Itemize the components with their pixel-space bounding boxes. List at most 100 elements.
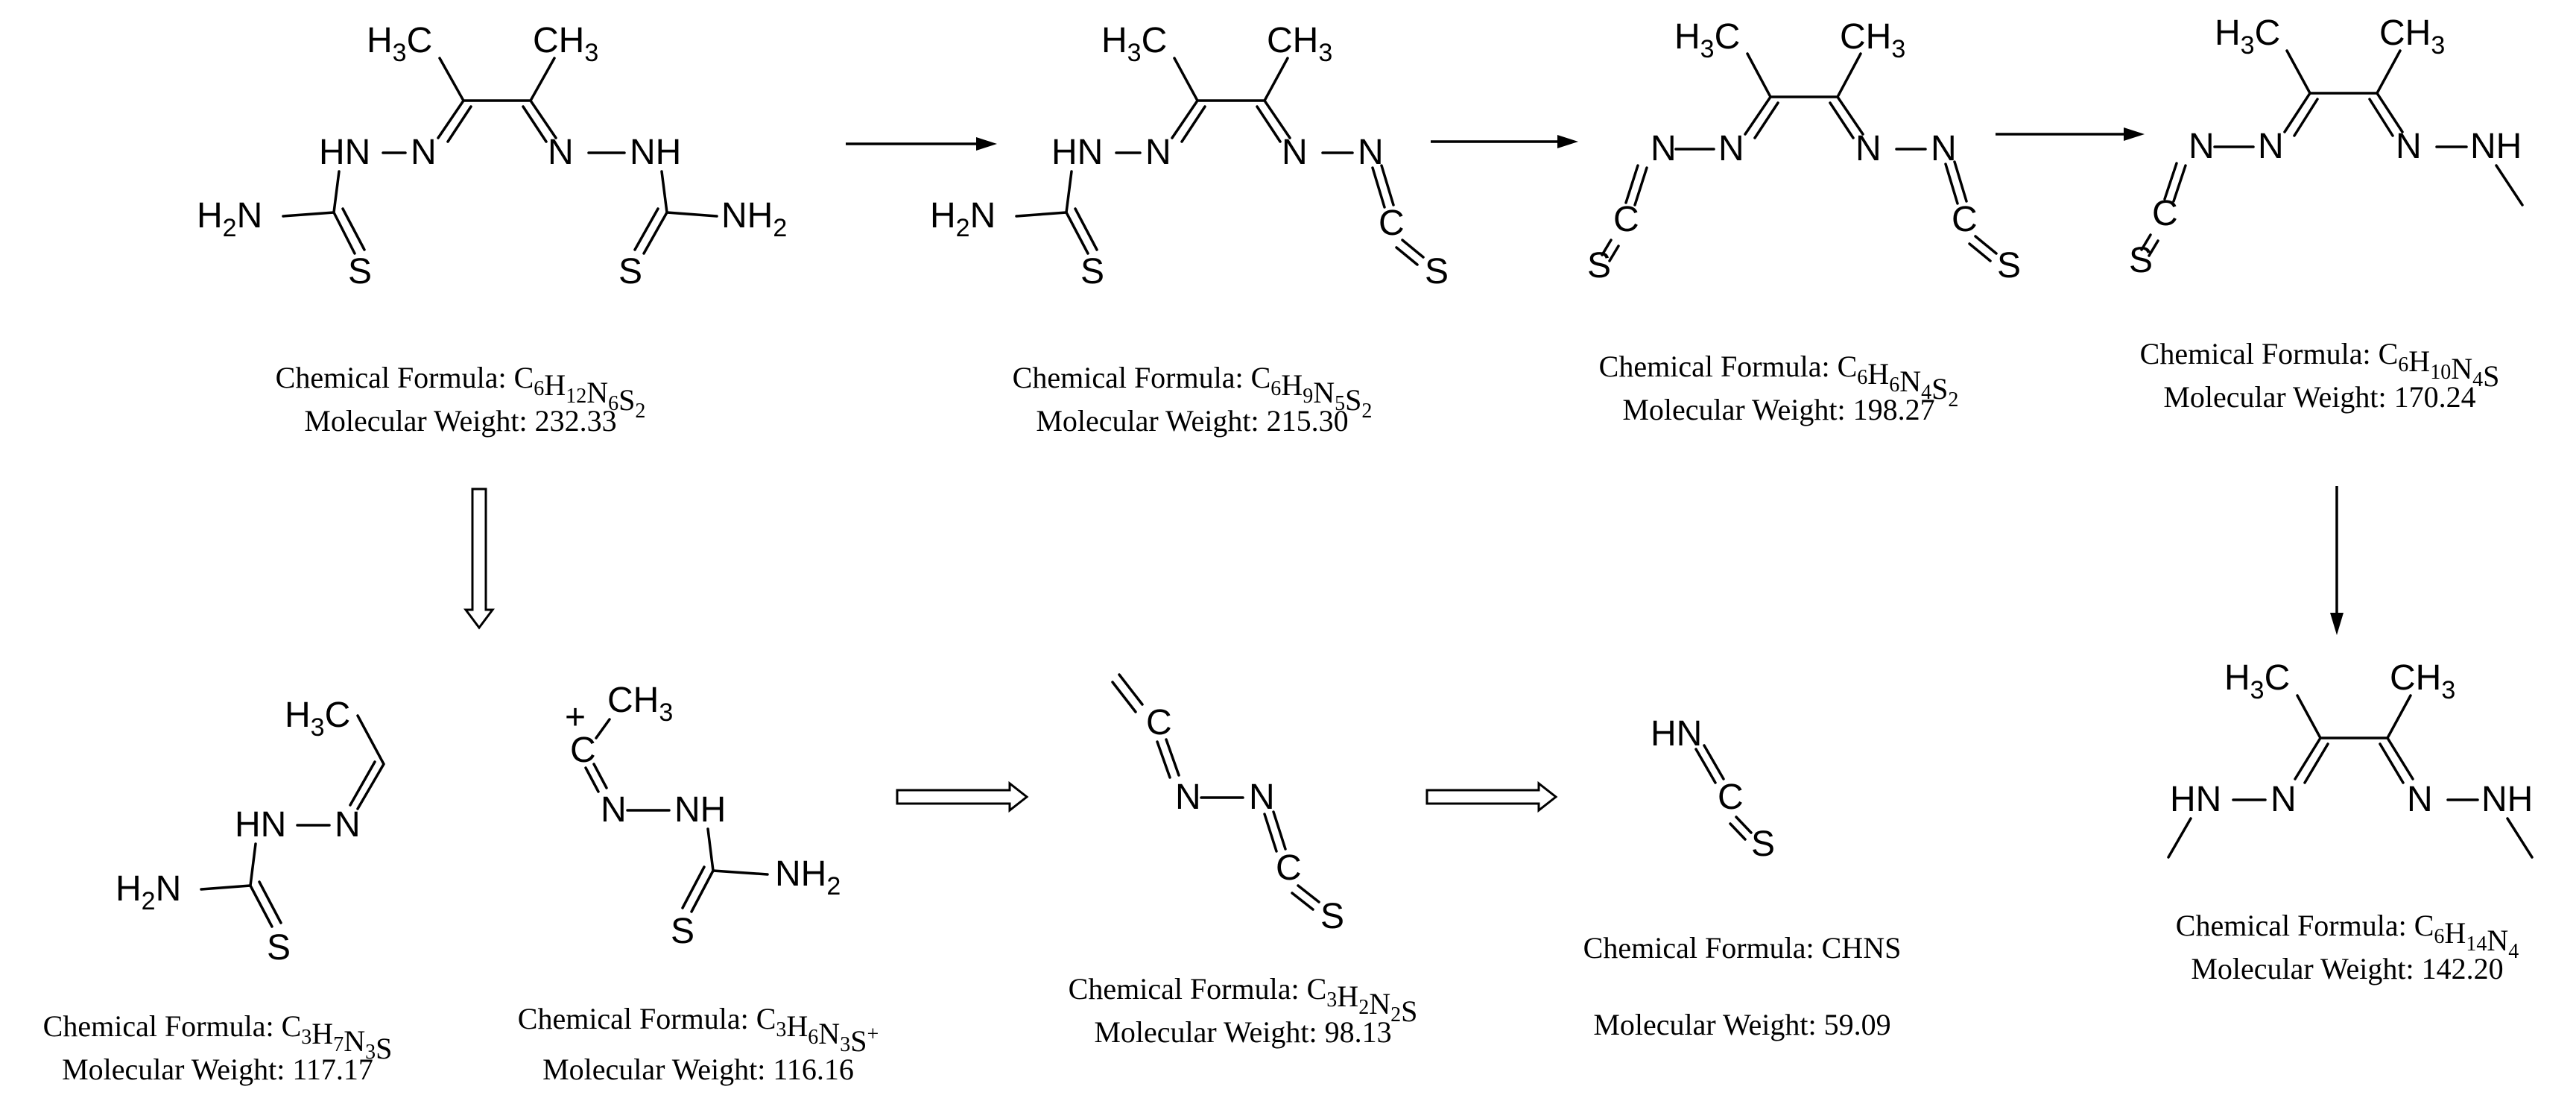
chemical-formula-c8: Chemical Formula: C3H2N2S (1069, 972, 1418, 1028)
atom-label: NH (630, 133, 681, 172)
hollow-arrow-7-to-8 (896, 780, 1029, 813)
atom-label: N (1175, 777, 1201, 817)
molecular-weight-c9: Molecular Weight: 59.09 (1593, 1008, 1890, 1041)
atom-label: S (267, 928, 291, 968)
atom-label: CH3 (1840, 17, 1905, 63)
chemical-formula-c7: Chemical Formula: C3H6N3S+ (518, 1002, 879, 1058)
atom-label: H3C (1101, 21, 1167, 67)
atom-label: H2N (115, 869, 181, 915)
atom-label: N (1145, 133, 1171, 172)
atom-label: S (1997, 246, 2021, 286)
atom-label: HN (2170, 780, 2221, 819)
atom-label: S (348, 252, 372, 291)
atom-label: N (601, 790, 627, 830)
chemical-formula-c6: Chemical Formula: C3H7N3S (43, 1009, 393, 1065)
hollow-arrow-1-down (463, 488, 495, 630)
arrow-2-to-3 (1431, 135, 1578, 148)
chemical-formula-c1: Chemical Formula: C6H12N6S2 (276, 361, 646, 423)
structure-compound-6: H3C HN N H2N S (115, 695, 385, 968)
structure-compound-9: HN C S (1651, 714, 1775, 864)
molecular-weight-c5: Molecular Weight: 142.20 (2191, 952, 2503, 985)
molecular-weight-c3: Molecular Weight: 198.27 (1622, 393, 1934, 426)
atom-label: N (335, 805, 361, 845)
chemical-formula-c2: Chemical Formula: C6H9N5S2 (1013, 361, 1373, 423)
atom-label: HN (1651, 714, 1702, 754)
atom-label: NH2 (721, 196, 787, 242)
atom-label: H2N (930, 196, 996, 242)
atom-label: C (570, 731, 596, 770)
atom-label: NH (674, 790, 726, 830)
atom-label: S (2129, 241, 2153, 280)
atom-label: N (1855, 129, 1882, 168)
atom-label: N (2258, 127, 2284, 166)
atom-label: N (1249, 777, 1275, 817)
molecular-weight-c1: Molecular Weight: 232.33 (304, 404, 616, 438)
atom-label: C (1276, 848, 1302, 888)
atom-label: CH3 (2390, 658, 2455, 704)
arrow-3-to-4 (1996, 127, 2145, 141)
atom-label: NH (2481, 780, 2533, 819)
atom-label: N (1718, 129, 1744, 168)
atom-label: N (548, 133, 574, 172)
atom-label: S (618, 252, 642, 291)
atom-label: H3C (2215, 13, 2280, 60)
structure-compound-1: H3C CH3 HN N N NH H2N NH2 S S (197, 21, 787, 291)
atom-label: N (2396, 127, 2422, 166)
chemical-formula-c5: Chemical Formula: C6H14N4 (2176, 909, 2519, 963)
charge-label: + (565, 698, 586, 737)
atom-label: NH2 (775, 854, 841, 900)
atom-label: H3C (367, 21, 432, 67)
atom-label: N (1931, 129, 1957, 168)
atom-label: N (411, 133, 437, 172)
atom-label: H3C (1674, 17, 1740, 63)
arrow-4-to-5 (2330, 486, 2344, 635)
atom-label: CH3 (1267, 21, 1332, 67)
molecular-weight-c2: Molecular Weight: 215.30 (1036, 404, 1348, 438)
atom-label: H2N (197, 196, 262, 242)
structure-compound-4: H3C CH3 N N N NH C S (2129, 13, 2524, 280)
atom-label: N (2407, 780, 2433, 819)
atom-label: N (2270, 780, 2297, 819)
atom-label: S (1751, 824, 1775, 864)
atom-label: N (1651, 129, 1677, 168)
atom-label: N (1358, 133, 1384, 172)
atom-label: HN (319, 133, 370, 172)
atom-label: S (1425, 252, 1449, 291)
atom-label: CH3 (2379, 13, 2445, 60)
structure-compound-3: H3C CH3 N N N N C S C S (1587, 17, 2021, 286)
atom-label: CH3 (607, 681, 673, 727)
atom-label: CH3 (533, 21, 598, 67)
atom-label: C (1952, 200, 1978, 239)
molecular-weight-c7: Molecular Weight: 116.16 (542, 1053, 854, 1086)
atom-label: S (1587, 246, 1611, 286)
atom-label: N (2189, 127, 2215, 166)
structure-compound-8: C N N C S (1111, 673, 1344, 936)
arrow-1-to-2 (846, 137, 997, 151)
structure-compound-5: H3C CH3 HN N N NH (2167, 658, 2534, 859)
hollow-arrow-8-to-9 (1425, 780, 1558, 813)
atom-label: HN (1051, 133, 1103, 172)
atom-label: S (1320, 897, 1344, 936)
atom-label: C (1718, 777, 1744, 817)
molecular-weight-c4: Molecular Weight: 170.24 (2163, 380, 2475, 414)
atom-label: C (1379, 204, 1405, 243)
molecular-weight-c8: Molecular Weight: 98.13 (1094, 1015, 1391, 1049)
atom-label: HN (235, 805, 286, 845)
molecular-weight-c6: Molecular Weight: 117.17 (62, 1053, 373, 1086)
structure-compound-2: H3C CH3 HN N N N H2N S C S (930, 21, 1449, 291)
atom-label: H3C (2224, 658, 2290, 704)
atom-label: C (1146, 703, 1172, 742)
chemical-formula-c4: Chemical Formula: C6H10N4S (2140, 337, 2500, 393)
structure-compound-7: CH3 C + N NH NH2 S (565, 681, 841, 951)
atom-label: H3C (285, 695, 350, 742)
atom-label: S (1080, 252, 1104, 291)
atom-label: NH (2470, 127, 2522, 166)
atom-label: N (1282, 133, 1308, 172)
chemical-formula-c3: Chemical Formula: C6H6N4S2 (1599, 350, 1959, 411)
atom-label: S (671, 912, 694, 951)
atom-label: C (1613, 200, 1639, 239)
chemical-formula-c9: Chemical Formula: CHNS (1583, 931, 1902, 965)
